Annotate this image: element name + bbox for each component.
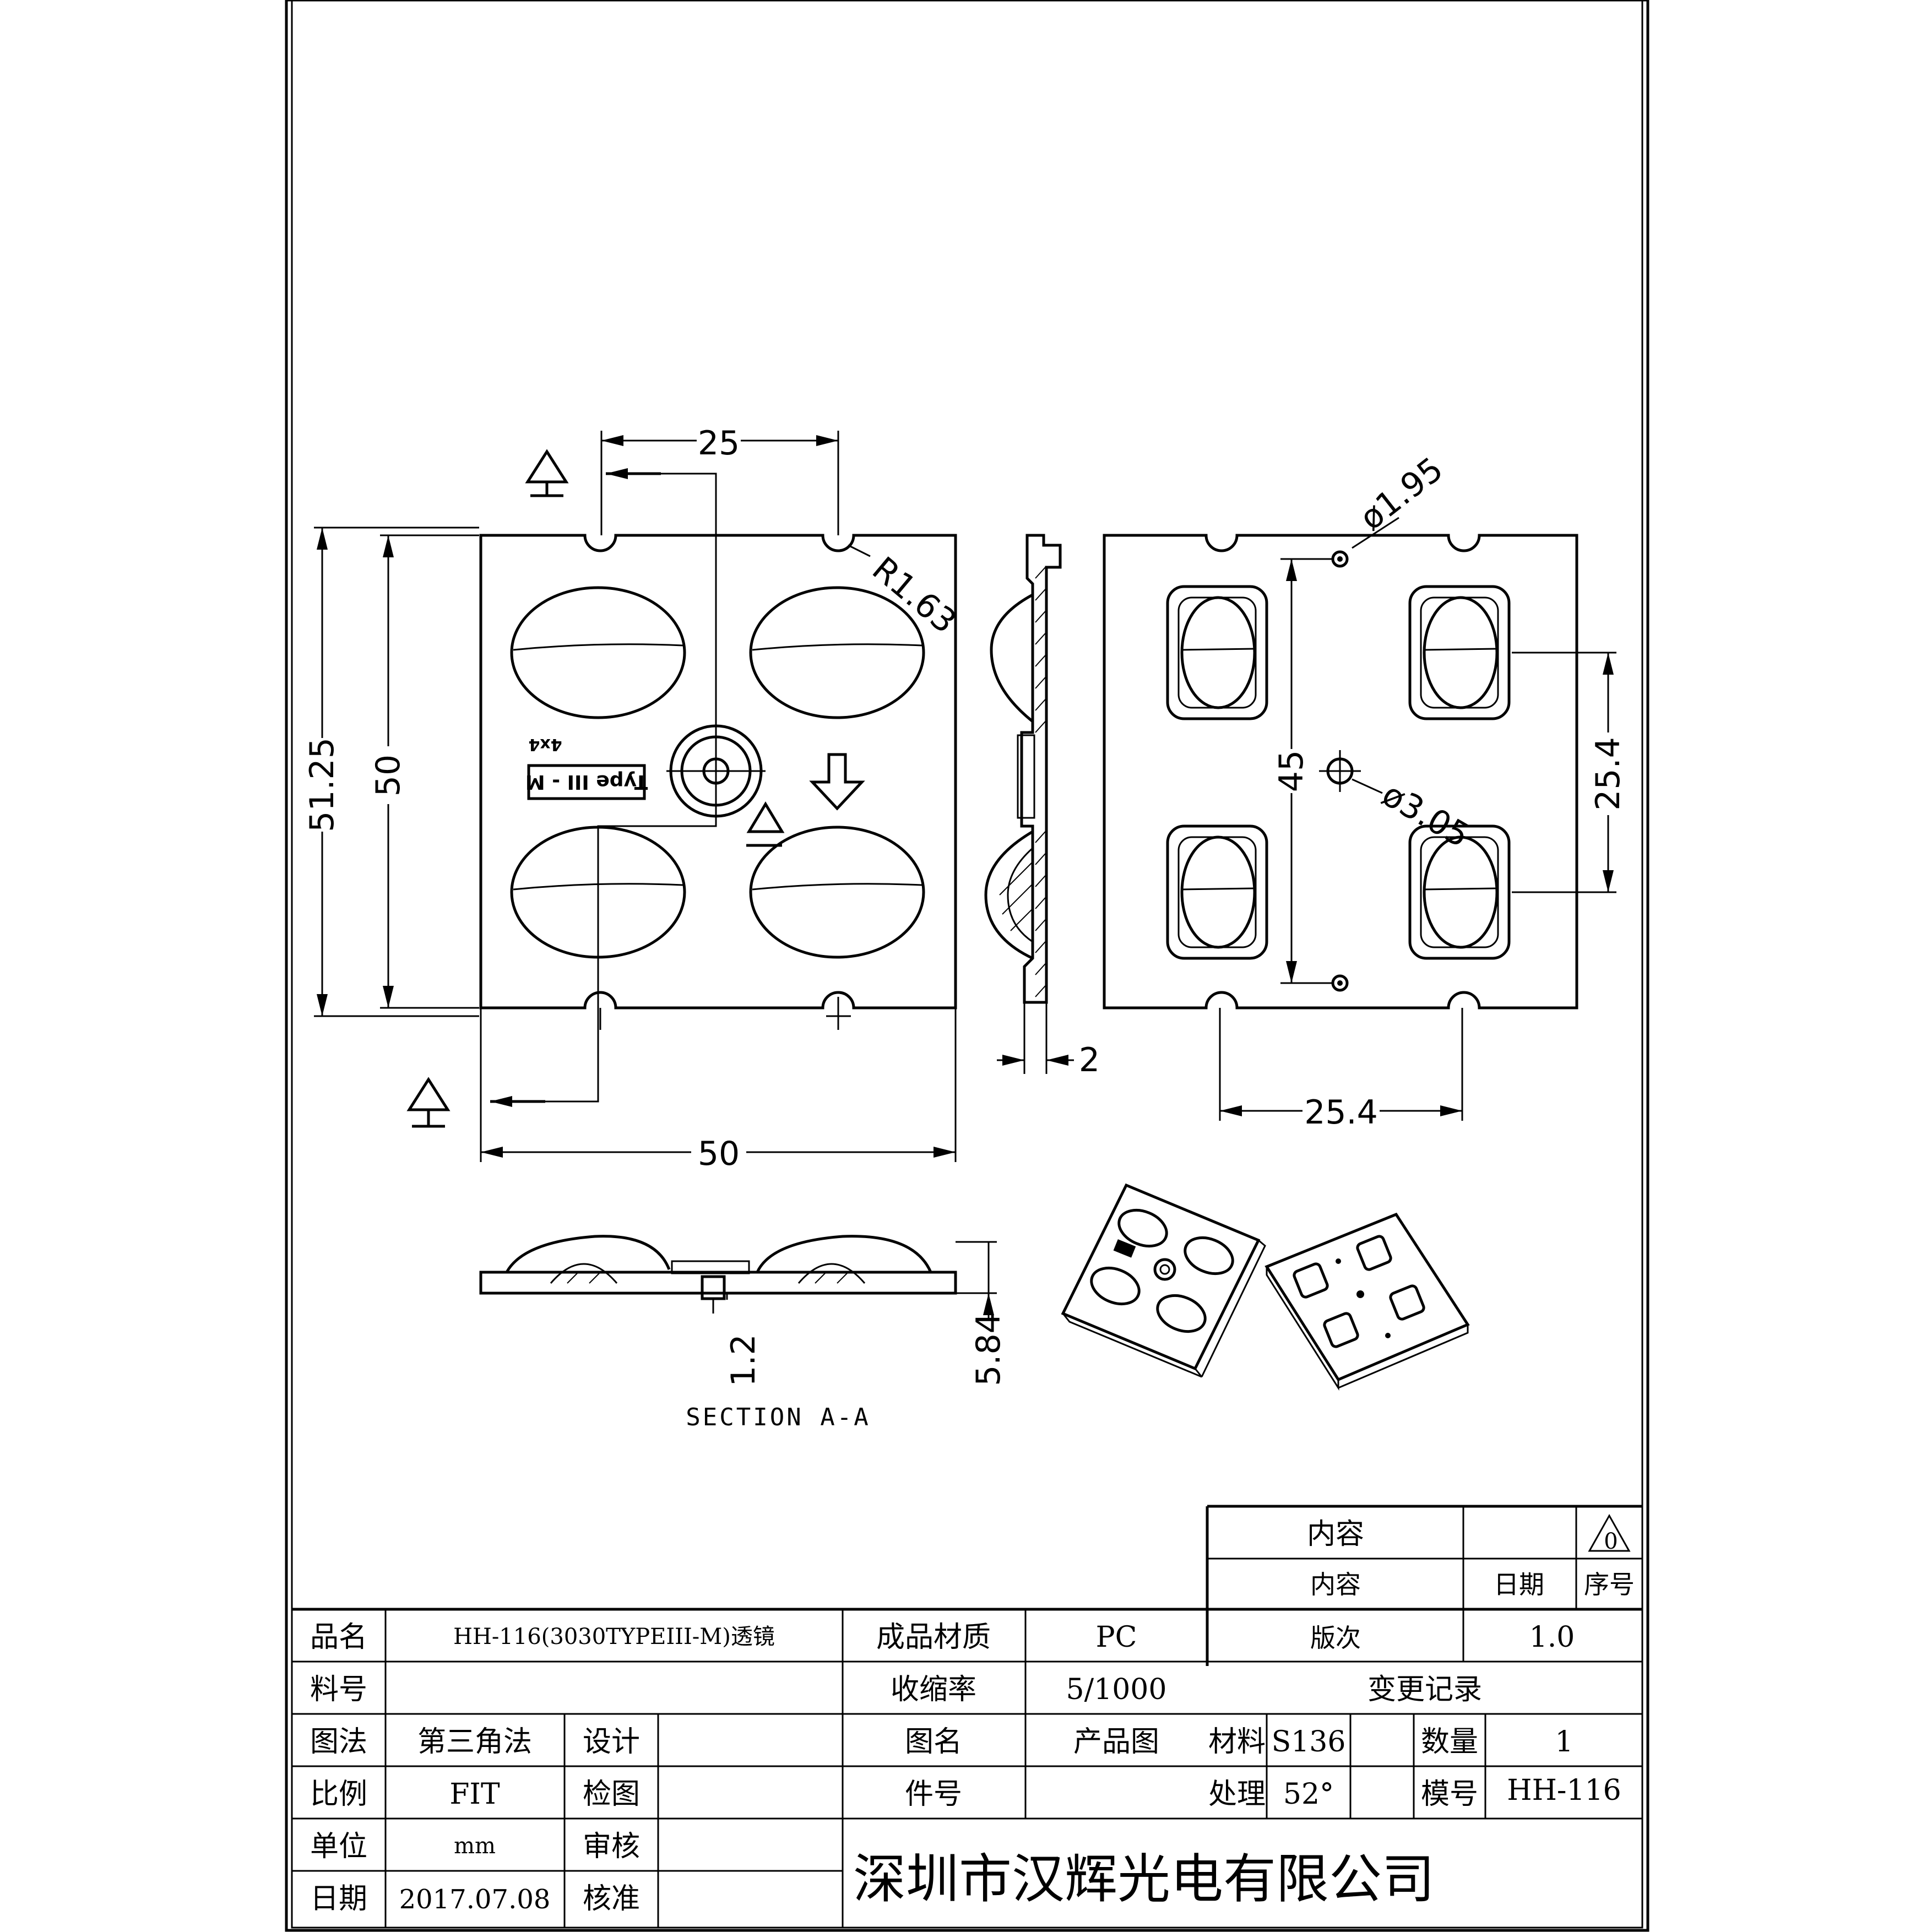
svg-text:版次: 版次: [1310, 1623, 1361, 1653]
svg-text:设计: 设计: [583, 1725, 640, 1759]
svg-text:检图: 检图: [583, 1778, 640, 1811]
led-pocket-top-right: [1408, 585, 1511, 720]
svg-text:审核: 审核: [583, 1830, 640, 1863]
lens-top-left: [510, 586, 686, 719]
svg-text:HH-116: HH-116: [1507, 1774, 1621, 1807]
dim-254-horizontal: 25.4: [1304, 1093, 1378, 1132]
section-marker-mid: [746, 801, 785, 847]
svg-text:材料: 材料: [1208, 1725, 1266, 1759]
svg-text:比例: 比例: [310, 1778, 367, 1811]
side-view: 2: [984, 534, 1100, 1079]
front-view: Type III - M 4x4: [303, 424, 964, 1173]
svg-text:PC: PC: [1096, 1621, 1137, 1654]
svg-text:mm: mm: [454, 1833, 496, 1859]
type-label-box: [527, 764, 646, 800]
svg-text:内容: 内容: [1307, 1518, 1364, 1551]
svg-text:1.0: 1.0: [1529, 1621, 1575, 1654]
type-label-text: Type III - M: [525, 770, 648, 793]
dim-2: 2: [1079, 1041, 1100, 1079]
revision-triangle-icon: [1588, 1513, 1631, 1552]
svg-text:2017.07.08: 2017.07.08: [399, 1884, 551, 1915]
svg-text:日期: 日期: [310, 1882, 367, 1915]
svg-text:料号: 料号: [310, 1673, 367, 1706]
dim-584: 5.84: [969, 1312, 1008, 1386]
led-pocket-bottom-right: [1408, 824, 1511, 960]
dim-50-bottom: 50: [698, 1135, 740, 1173]
direction-arrow-icon: [809, 753, 865, 811]
svg-text:1: 1: [1555, 1725, 1573, 1759]
section-marker-bottom: [406, 1077, 451, 1128]
svg-text:FIT: FIT: [449, 1778, 500, 1811]
lens-bottom-right: [749, 826, 925, 959]
svg-text:模号: 模号: [1421, 1778, 1478, 1811]
dim-50-vertical: 50: [369, 755, 408, 796]
svg-text:件号: 件号: [905, 1778, 962, 1811]
type-label-sub: 4x4: [528, 735, 562, 754]
svg-text:S136: S136: [1272, 1725, 1346, 1759]
svg-text:0: 0: [1604, 1529, 1618, 1554]
led-pocket-top-left: [1166, 585, 1268, 720]
led-pocket-bottom-left: [1166, 824, 1268, 960]
svg-text:单位: 单位: [310, 1830, 367, 1863]
sheet-border-outer: [285, 0, 1649, 1932]
dim-12: 1.2: [724, 1334, 763, 1386]
lens-top-right: [749, 586, 925, 719]
svg-text:收缩率: 收缩率: [891, 1673, 976, 1706]
svg-text:日期: 日期: [1494, 1570, 1544, 1599]
svg-text:HH-116(3030TYPEIII-M)透镜: HH-116(3030TYPEIII-M)透镜: [453, 1624, 775, 1649]
svg-text:序号: 序号: [1584, 1570, 1635, 1599]
svg-text:品名: 品名: [310, 1621, 367, 1654]
dim-25-top: 25: [698, 424, 740, 463]
iso-view-front: [1061, 1183, 1266, 1378]
svg-text:图名: 图名: [905, 1725, 962, 1759]
section-caption: SECTION A-A: [686, 1403, 870, 1431]
svg-text:图法: 图法: [310, 1725, 367, 1759]
iso-view-back: [1265, 1212, 1470, 1391]
title-block: 0 内容 内容 日期 序号 品名 HH-116(3030TYPEIII-M)透镜…: [292, 1505, 1642, 1928]
sheet-border-inner: [291, 0, 1643, 1929]
svg-text:成品材质: 成品材质: [876, 1621, 991, 1654]
svg-text:内容: 内容: [1310, 1570, 1361, 1599]
dim-5125: 51.25: [303, 737, 341, 832]
svg-text:变更记录: 变更记录: [1367, 1673, 1482, 1706]
svg-text:5/1000: 5/1000: [1066, 1673, 1167, 1706]
section-view: 1.2 5.84 SECTION A-A: [479, 1235, 1008, 1431]
svg-text:第三角法: 第三角法: [417, 1725, 532, 1759]
dim-45: 45: [1272, 750, 1311, 792]
svg-text:数量: 数量: [1421, 1725, 1478, 1759]
svg-text:核准: 核准: [583, 1882, 640, 1915]
dim-254-vertical: 25.4: [1589, 737, 1627, 811]
section-line: [490, 468, 717, 1107]
dim-d305: ø3.05: [1376, 775, 1476, 855]
svg-text:产品图: 产品图: [1073, 1725, 1159, 1759]
company-name: 深圳市汉辉光电有限公司: [853, 1848, 1435, 1910]
svg-text:处理: 处理: [1208, 1778, 1266, 1811]
back-view: ø1.95 ø3.05 45 25.4 25.4: [1103, 450, 1627, 1132]
section-marker-top: [525, 449, 569, 497]
dim-d195: ø1.95: [1353, 450, 1450, 538]
svg-text:52°: 52°: [1283, 1778, 1334, 1811]
